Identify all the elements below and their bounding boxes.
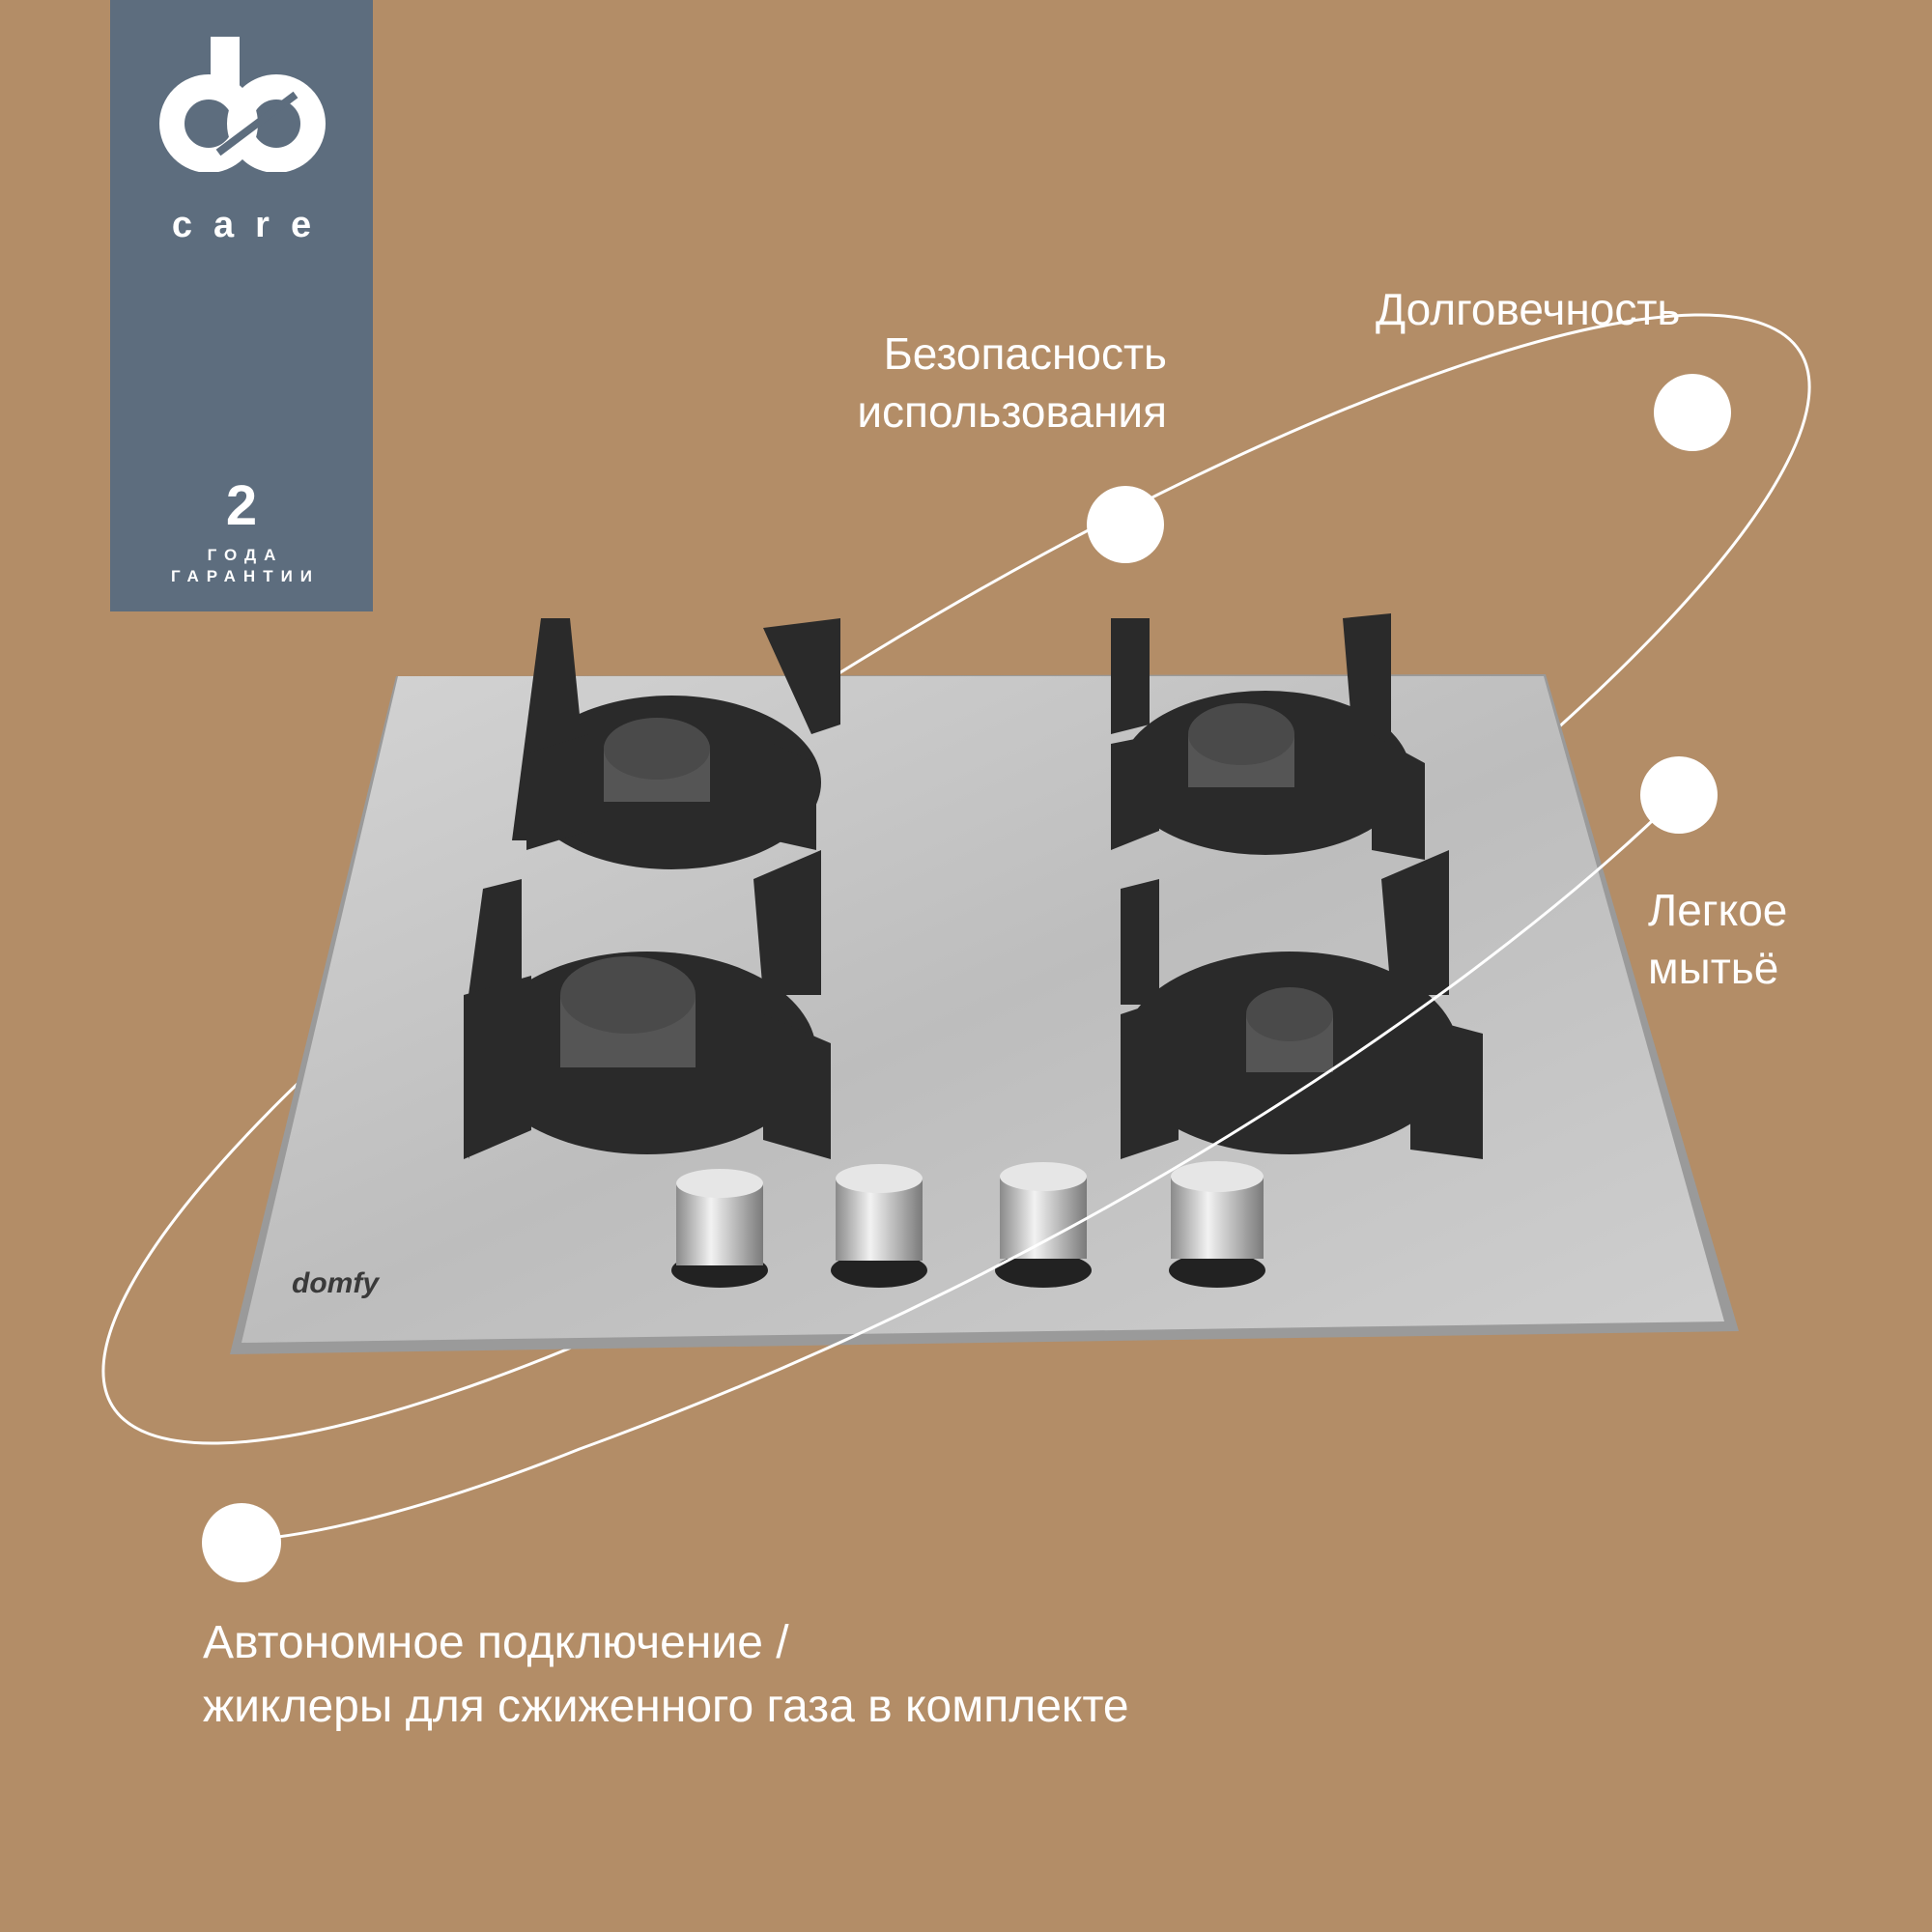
cooktop [230, 613, 1739, 1354]
feature-dot-durability [1654, 374, 1731, 451]
control-knob[interactable] [671, 1169, 768, 1288]
care-warranty-badge: care 2 ГОДА ГАРАНТИИ [110, 0, 373, 611]
feature-cleaning-line1: Легкое [1648, 885, 1788, 935]
feature-autonomous-line1: Автономное подключение / [203, 1617, 789, 1668]
burner [464, 850, 831, 1159]
burner [1111, 613, 1425, 860]
feature-cleaning-line2: мытьё [1648, 943, 1779, 993]
control-knob[interactable] [1169, 1161, 1265, 1288]
warranty-caption: ГОДА ГАРАНТИИ [110, 545, 373, 587]
feature-safety-line2: использования [857, 386, 1167, 437]
care-logo-text: care [171, 205, 333, 245]
feature-dot-safety [1087, 486, 1164, 563]
control-knob[interactable] [831, 1164, 927, 1288]
feature-dot-autonomous [202, 1503, 281, 1582]
care-logo-icon [159, 37, 326, 172]
warranty-years: 2 [225, 474, 258, 537]
feature-autonomous-line2: жиклеры для сжиженного газа в комплекте [203, 1681, 1129, 1732]
feature-safety: Безопасность использования [857, 325, 1167, 440]
warranty-caption-line2: ГАРАНТИИ [170, 567, 321, 585]
feature-dot-cleaning [1640, 756, 1718, 834]
control-knob[interactable] [995, 1162, 1092, 1288]
feature-autonomous: Автономное подключение / жиклеры для сжи… [203, 1611, 1129, 1739]
feature-cleaning: Легкое мытьё [1648, 881, 1787, 997]
burner [1121, 850, 1483, 1159]
feature-safety-line1: Безопасность [883, 328, 1167, 379]
orbit-line-front [239, 793, 1681, 1543]
brand-logo: domfy [292, 1267, 379, 1299]
warranty-caption-line1: ГОДА [207, 546, 284, 564]
feature-durability: Долговечность [1376, 284, 1681, 334]
burner [512, 618, 840, 869]
